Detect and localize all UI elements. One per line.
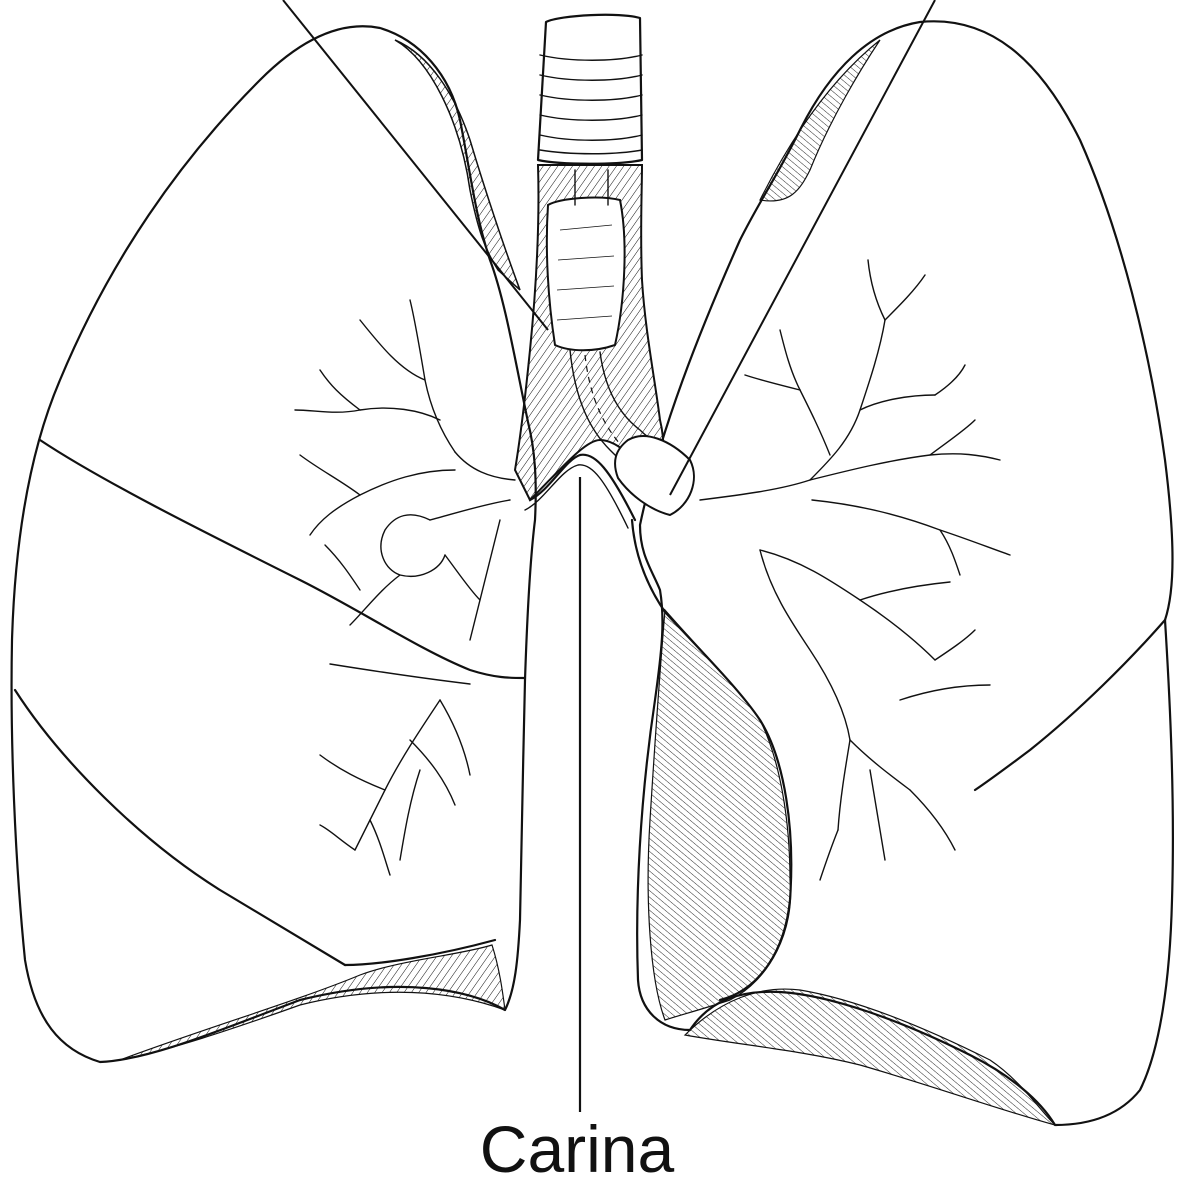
right-lung xyxy=(12,26,536,1062)
right-horizontal-fissure xyxy=(40,440,525,678)
left-lung-apex-shading xyxy=(760,40,880,201)
trachea xyxy=(515,15,694,528)
left-oblique-fissure xyxy=(975,620,1165,790)
right-lung-base-shading xyxy=(120,945,505,1060)
right-horizontal-fissure-inner xyxy=(330,664,470,684)
carina-label: Carina xyxy=(480,1112,675,1178)
right-lung-outline xyxy=(12,26,536,1062)
left-lung xyxy=(632,21,1173,1125)
left-lung-base-shading xyxy=(685,989,1055,1125)
right-oblique-fissure xyxy=(15,690,345,965)
leader-line-tracheal-cuff xyxy=(283,0,548,330)
right-bronchial-tree xyxy=(295,300,515,875)
tracheal-rings xyxy=(538,15,642,164)
tube-cuff xyxy=(547,198,625,351)
leader-line-bronchial-cuff xyxy=(670,0,935,495)
right-lung-apex-shading xyxy=(395,40,520,290)
